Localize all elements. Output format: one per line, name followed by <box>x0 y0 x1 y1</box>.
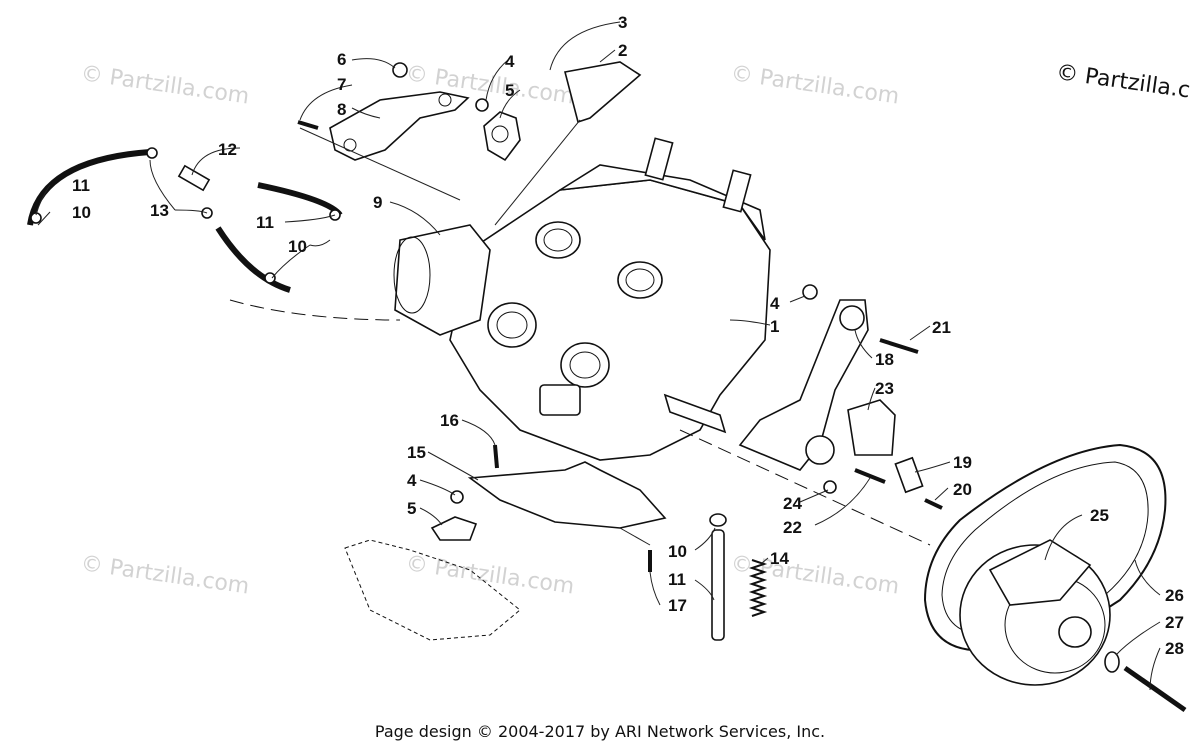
handle-grip <box>564 61 642 124</box>
callout-17: 17 <box>668 596 687 615</box>
callout-16: 16 <box>440 411 459 430</box>
spark-plug-cap <box>722 169 752 213</box>
callout-5: 5 <box>505 81 514 100</box>
clutch-bolt <box>1123 665 1187 713</box>
callout-18: 18 <box>875 350 894 369</box>
intake-port-inner <box>543 228 573 252</box>
hose-clamp <box>30 212 42 224</box>
callout-27: 27 <box>1165 613 1184 632</box>
callout-10: 10 <box>288 237 307 256</box>
callout-24: 24 <box>783 494 802 513</box>
clutch-hub <box>1058 616 1092 648</box>
callout-11: 11 <box>668 570 686 589</box>
engine-mount <box>483 111 521 162</box>
bolt <box>297 120 319 130</box>
callout-26: 26 <box>1165 586 1184 605</box>
engine-mount-bracket <box>329 91 470 161</box>
recoil-rim <box>393 236 431 314</box>
intake-port-inner <box>625 268 655 292</box>
nut <box>392 62 408 78</box>
cylinder-head <box>559 164 766 241</box>
centerline <box>679 429 931 546</box>
bolt <box>493 444 499 469</box>
watermark: © Partzilla.com <box>404 551 576 599</box>
callout-15: 15 <box>407 443 426 462</box>
callout-11: 11 <box>256 213 274 232</box>
watermark: © Partzilla.com <box>79 551 251 599</box>
page-footer: Page design © 2004-2017 by ARI Network S… <box>374 722 826 741</box>
engine-mount <box>430 516 478 541</box>
callout-6: 6 <box>337 50 346 69</box>
callout-9: 9 <box>373 193 382 212</box>
callout-21: 21 <box>932 318 951 337</box>
intake-port <box>535 221 581 259</box>
nut <box>450 490 464 504</box>
lower-mount-plate <box>467 461 667 529</box>
leader-lines <box>35 21 1161 691</box>
rubber-mount <box>805 435 835 465</box>
exhaust-port-inner <box>496 311 528 339</box>
mount-support <box>847 399 896 456</box>
callout-11: 11 <box>72 176 90 195</box>
watermark: © Partzilla.com <box>729 61 901 109</box>
centerline <box>229 299 401 321</box>
callout-4: 4 <box>770 294 780 313</box>
hose <box>257 182 343 217</box>
hose-tee-fitting <box>177 164 211 192</box>
callouts: 3 2 6 4 7 5 8 12 11 10 13 11 10 9 4 1 21… <box>72 13 1184 658</box>
watermark: © Partzilla.com <box>79 61 251 109</box>
clutch-spider <box>988 539 1092 606</box>
callout-3: 3 <box>618 13 627 32</box>
hose <box>28 150 151 226</box>
callout-12: 12 <box>218 140 237 159</box>
recoil-starter-housing <box>394 224 491 336</box>
hose-clamp <box>264 272 276 284</box>
hose-clamp <box>709 513 727 527</box>
bolt <box>879 338 919 354</box>
callout-20: 20 <box>953 480 972 499</box>
fuel-hoses <box>27 147 343 293</box>
hose-clamp <box>146 147 158 159</box>
rubber-mount <box>839 305 865 331</box>
callout-4: 4 <box>407 471 417 490</box>
nut <box>475 98 489 112</box>
rear-engine-mount-bracket <box>738 299 869 471</box>
crankshaft-end <box>663 393 727 434</box>
callout-2: 2 <box>618 41 627 60</box>
callout-25: 25 <box>1090 506 1109 525</box>
bolt <box>854 468 886 484</box>
mount-center <box>491 125 509 143</box>
callout-10: 10 <box>668 542 687 561</box>
callout-8: 8 <box>337 100 346 119</box>
exhaust-port <box>487 302 537 348</box>
bracket-hole <box>438 93 452 107</box>
callout-5: 5 <box>407 499 416 518</box>
callout-4: 4 <box>505 52 515 71</box>
chassis-outline <box>344 539 521 641</box>
engine-assembly <box>229 137 931 546</box>
spring <box>748 559 768 617</box>
intake-port <box>617 261 663 299</box>
callout-23: 23 <box>875 379 894 398</box>
callout-13: 13 <box>150 201 169 220</box>
callout-7: 7 <box>337 75 346 94</box>
bolt <box>924 498 943 510</box>
hose <box>215 226 291 293</box>
callout-10: 10 <box>72 203 91 222</box>
hose <box>711 529 725 641</box>
oil-pump <box>539 384 581 416</box>
exhaust-port <box>560 342 610 388</box>
callout-28: 28 <box>1165 639 1184 658</box>
callout-1: 1 <box>770 317 779 336</box>
exhaust-port-inner <box>569 351 601 379</box>
callout-22: 22 <box>783 518 802 537</box>
callout-19: 19 <box>953 453 972 472</box>
nut <box>802 284 818 300</box>
clip-bracket <box>894 456 924 494</box>
spark-plug-cap <box>644 137 674 181</box>
washer <box>1104 651 1120 673</box>
callout-14: 14 <box>770 549 789 568</box>
